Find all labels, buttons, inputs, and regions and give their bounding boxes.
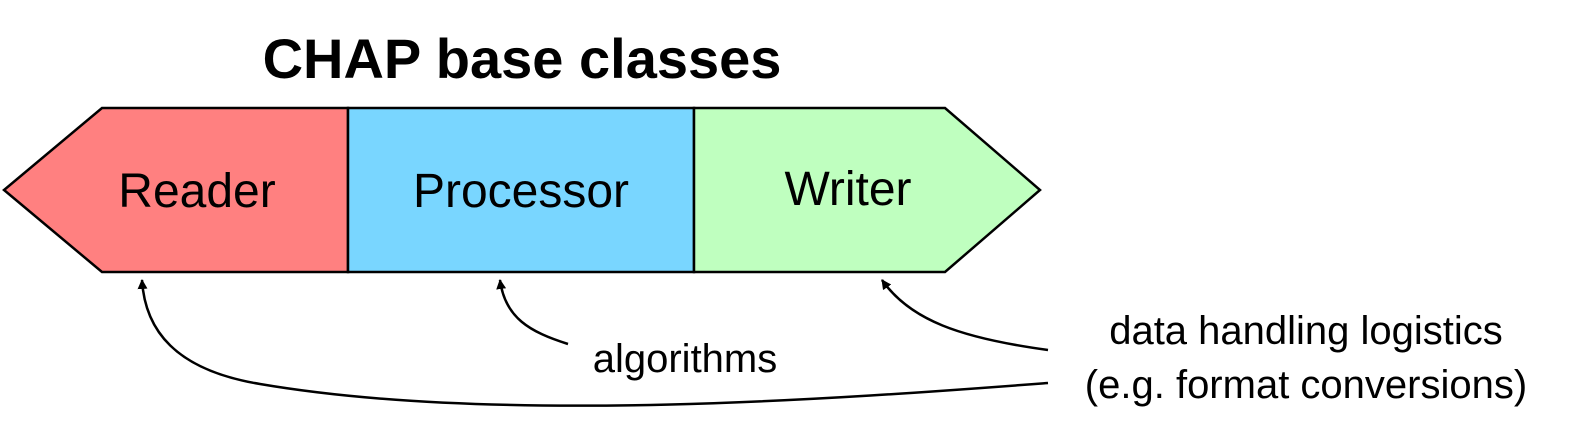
reader-label: Reader xyxy=(118,165,275,218)
data-handling-annotation-line1: data handling logistics xyxy=(1109,309,1503,353)
data-handling-annotation-line2: (e.g. format conversions) xyxy=(1085,363,1527,407)
algorithms-annotation: algorithms xyxy=(593,337,778,381)
writer-label: Writer xyxy=(784,163,911,216)
algorithms-arrow xyxy=(496,279,569,346)
processor-block xyxy=(346,106,696,274)
processor-label: Processor xyxy=(413,165,629,218)
diagram-title: CHAP base classes xyxy=(263,27,782,90)
data-handling-to-reader-arrow xyxy=(137,279,1049,407)
reader-block xyxy=(2,106,350,274)
data-handling-to-writer-arrow xyxy=(880,279,1049,352)
writer-block xyxy=(692,106,1042,274)
